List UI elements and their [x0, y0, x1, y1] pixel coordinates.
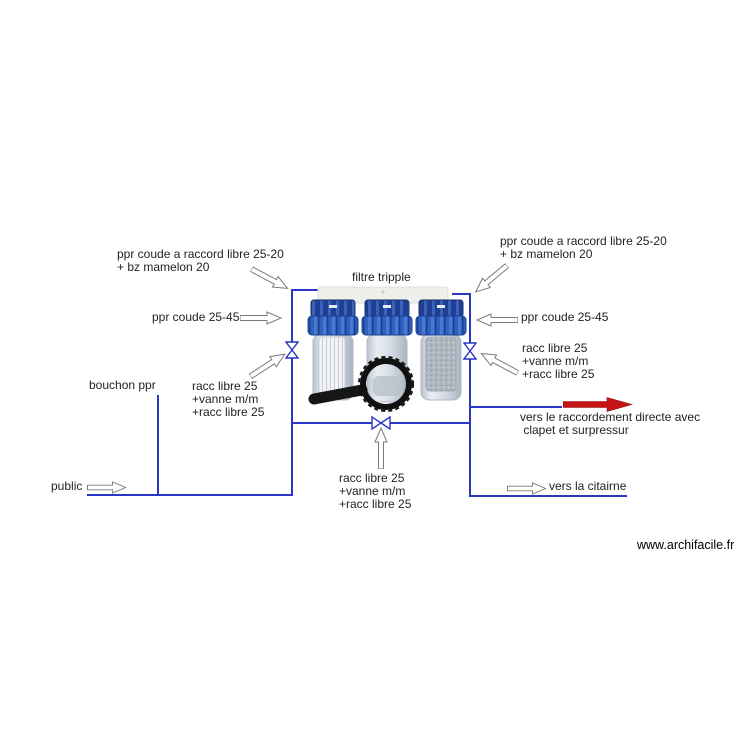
valve-icon-right — [462, 342, 478, 365]
callout-arrow-top-left-icon — [248, 263, 292, 295]
pipe-right-drop — [469, 293, 471, 497]
pipe-top-left-stub — [291, 289, 318, 291]
label-right-valve-group: racc libre 25 +vanne m/m +racc libre 25 — [522, 341, 595, 381]
label-right-elbow: ppr coude 25-45 — [521, 310, 609, 324]
callout-arrow-cistern-icon — [507, 482, 547, 496]
callout-arrow-right-elbow-icon — [476, 313, 518, 327]
label-left-valve-group: racc libre 25 +vanne m/m +racc libre 25 — [192, 379, 265, 419]
callout-arrow-right-valve-icon — [477, 347, 521, 379]
diagram-title: filtre tripple — [352, 270, 411, 284]
pipe-to-raccordement — [469, 406, 562, 408]
pipe-to-cistern — [469, 495, 627, 497]
label-outlet-direct: vers le raccordement directe avec clapet… — [520, 410, 701, 437]
label-public-supply: public — [51, 479, 83, 493]
callout-arrow-public-icon — [87, 481, 127, 495]
label-left-elbow: ppr coude 25-45 — [152, 310, 240, 324]
red-flow-arrow-icon — [562, 397, 634, 417]
label-outlet-cistern: vers la citairne — [549, 479, 627, 493]
pipe-top-right-stub — [452, 293, 471, 295]
filter-unit-1 — [307, 299, 359, 401]
pipe-public-supply — [87, 494, 293, 496]
callout-arrow-left-elbow-icon — [240, 311, 282, 325]
callout-arrow-bottom-valve-icon — [374, 427, 388, 469]
pipe-left-riser — [291, 289, 293, 496]
filter-unit-3 — [415, 299, 467, 401]
label-left-cap: bouchon ppr — [89, 378, 156, 392]
label-top-right-fitting: ppr coude a raccord libre 25-20 + bz mam… — [500, 234, 667, 261]
magnifier-icon — [308, 356, 414, 412]
pipe-bouchon-stub — [157, 395, 159, 496]
valve-icon-bottom — [371, 415, 391, 435]
valve-icon-left — [284, 341, 300, 364]
filter-unit-2 — [361, 299, 413, 403]
callout-arrow-left-valve-icon — [247, 348, 290, 383]
label-top-left-fitting: ppr coude a raccord libre 25-20 + bz mam… — [117, 247, 284, 274]
label-bottom-valve-group: racc libre 25 +vanne m/m +racc libre 25 — [339, 471, 412, 511]
archifacile-watermark: www.archifacile.fr — [637, 538, 735, 552]
triple-filter-image — [300, 284, 470, 414]
callout-arrow-top-right-icon — [470, 260, 511, 298]
